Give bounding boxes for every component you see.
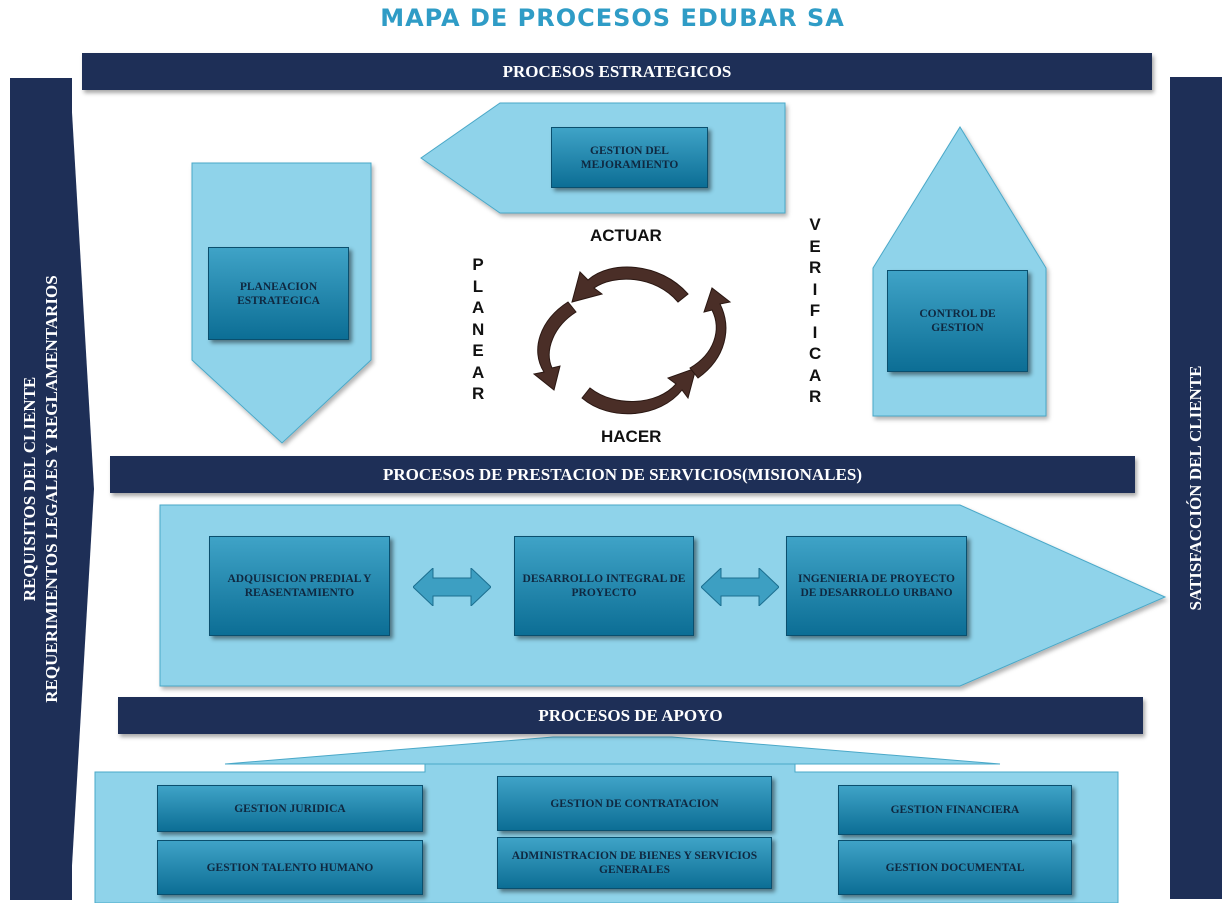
box-adquisicion-predial-label: ADQUISICION PREDIAL Y REASENTAMIENTO — [227, 573, 372, 599]
box-gestion-talento-humano: GESTION TALENTO HUMANO — [157, 840, 423, 895]
cycle-arrow-hacer — [581, 367, 697, 415]
box-gestion-contratacion-label: GESTION DE CONTRATACION — [550, 797, 719, 810]
box-desarrollo-integral: DESARROLLO INTEGRAL DE PROYECTO — [514, 536, 694, 636]
box-gestion-financiera-label: GESTION FINANCIERA — [890, 804, 1020, 816]
box-ingenieria-proyecto: INGENIERIA DE PROYECTO DE DESARROLLO URB… — [786, 536, 967, 636]
cycle-label-planear: PLANEAR — [468, 254, 488, 405]
apoyo-trapezoid-shape — [224, 736, 1001, 765]
box-administracion-bienes: ADMINISTRACION DE BIENES Y SERVICIOS GEN… — [497, 837, 772, 889]
cycle-label-verificar-text: VERIFICAR — [809, 215, 822, 406]
band-procesos-estrategicos: PROCESOS ESTRATEGICOS — [82, 53, 1152, 90]
box-gestion-talento-humano-label: GESTION TALENTO HUMANO — [206, 861, 374, 874]
band-misionales-label: PROCESOS DE PRESTACION DE SERVICIOS(MISI… — [383, 465, 862, 484]
box-administracion-bienes-label: ADMINISTRACION DE BIENES Y SERVICIOS GEN… — [511, 850, 758, 876]
box-ingenieria-proyecto-label: INGENIERIA DE PROYECTO DE DESARROLLO URB… — [798, 573, 955, 599]
double-arrow-icon — [413, 568, 491, 606]
band-estrategicos-label: PROCESOS ESTRATEGICOS — [502, 62, 732, 81]
page-title: MAPA DE PROCESOS EDUBAR SA — [380, 4, 845, 32]
cycle-arrow-planear — [532, 301, 577, 391]
cycle-label-actuar: ACTUAR — [590, 226, 662, 245]
band-apoyo-label: PROCESOS DE APOYO — [538, 706, 723, 725]
box-planeacion-estrategica-label: PLANEACION ESTRATEGICA — [237, 280, 320, 307]
double-arrow-icon — [701, 568, 779, 606]
cycle-label-verificar: VERIFICAR — [805, 214, 825, 408]
box-gestion-contratacion: GESTION DE CONTRATACION — [497, 776, 772, 831]
box-gestion-mejoramiento-label: GESTION DEL MEJORAMIENTO — [580, 144, 679, 171]
band-procesos-misionales: PROCESOS DE PRESTACION DE SERVICIOS(MISI… — [110, 456, 1135, 493]
cycle-label-hacer: HACER — [601, 427, 662, 446]
box-gestion-juridica: GESTION JURIDICA — [157, 785, 423, 832]
band-procesos-apoyo: PROCESOS DE APOYO — [118, 697, 1143, 734]
box-gestion-documental: GESTION DOCUMENTAL — [838, 840, 1072, 895]
box-desarrollo-integral-label: DESARROLLO INTEGRAL DE PROYECTO — [522, 573, 686, 599]
box-gestion-juridica-label: GESTION JURIDICA — [234, 802, 346, 815]
box-control-gestion: CONTROL DE GESTION — [887, 270, 1028, 372]
box-gestion-documental-label: GESTION DOCUMENTAL — [885, 861, 1025, 874]
left-bar-arrow-tip — [70, 78, 94, 900]
right-bar-satisfaccion: SATISFACCIÓN DEL CLIENTE — [1170, 77, 1222, 899]
pdca-cycle-arrows — [532, 266, 732, 415]
left-bar-requisitos: REQUISITOS DEL CLIENTE REQUERIMIENTOS LE… — [10, 78, 72, 900]
box-planeacion-estrategica: PLANEACION ESTRATEGICA — [208, 247, 349, 340]
box-adquisicion-predial: ADQUISICION PREDIAL Y REASENTAMIENTO — [209, 536, 390, 636]
cycle-label-planear-text: PLANEAR — [472, 255, 485, 403]
cycle-arrow-actuar — [571, 266, 689, 303]
box-gestion-financiera: GESTION FINANCIERA — [838, 785, 1072, 835]
box-gestion-mejoramiento: GESTION DEL MEJORAMIENTO — [551, 127, 708, 188]
box-control-gestion-label: CONTROL DE GESTION — [919, 308, 996, 334]
cycle-arrow-verificar — [689, 287, 732, 379]
